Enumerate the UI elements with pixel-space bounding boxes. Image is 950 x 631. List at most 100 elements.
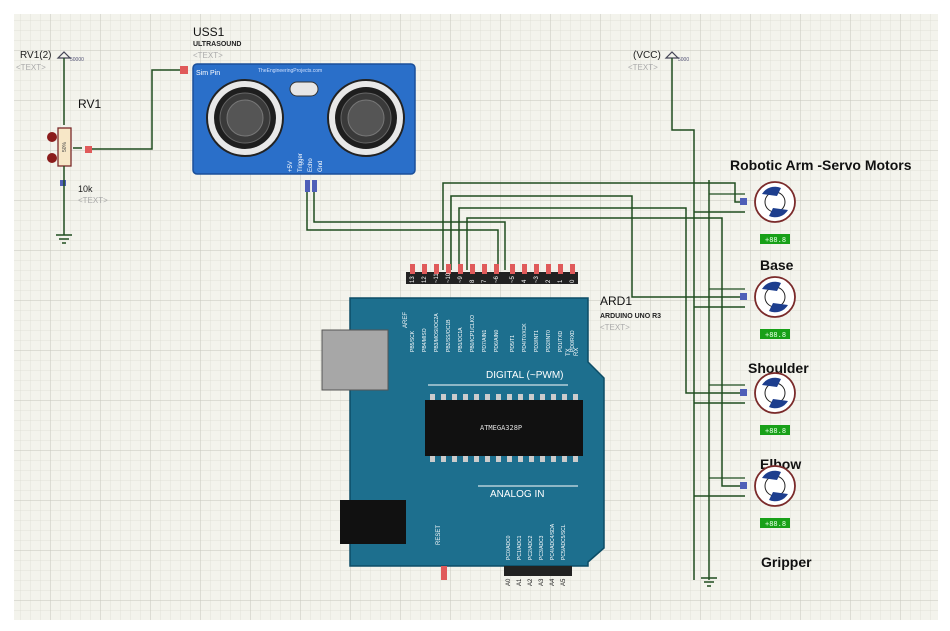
- servo-label: Base: [760, 257, 794, 273]
- servo-pin: [740, 482, 747, 489]
- servo-horn: [762, 470, 781, 480]
- digital-pin-number: 8: [470, 279, 476, 283]
- servo-4[interactable]: Elbow+88.8: [740, 456, 801, 528]
- rv1-ground: [56, 234, 72, 244]
- analog-pin-name: PC2/ADC2: [528, 535, 534, 560]
- digital-pin-terminal[interactable]: [558, 264, 563, 274]
- servo-ground: [701, 577, 717, 587]
- arduino-ref: ARD1: [600, 294, 632, 308]
- arduino-text: <TEXT>: [600, 323, 630, 332]
- uss1-left-transducer: [206, 79, 284, 157]
- servo-horn: [769, 492, 788, 502]
- uss1-type: ULTRASOUND: [193, 41, 241, 48]
- servo-angle-display: [760, 234, 790, 244]
- arduino-aref: AREF: [403, 312, 409, 328]
- rv1-power-small: 50000: [70, 57, 84, 63]
- servo-angle-display: [760, 329, 790, 339]
- servo-label: Shoulder: [748, 360, 809, 376]
- arduino-analog-pins: PC0/ADC0A0PC1/ADC1A1PC2/ADC2A2PC3/ADC3A3…: [506, 523, 567, 586]
- digital-pin-name: PD1/TXD: [558, 330, 564, 352]
- digital-pin-terminal[interactable]: [434, 264, 439, 274]
- arduino-uno-ard1[interactable]: ATMEGA328P 13PB5/SCK12PB4/MISO~11PB3/MOS…: [321, 264, 661, 586]
- arduino-chip-pins-top: [430, 394, 578, 400]
- servo-2[interactable]: Base +88.8: [740, 257, 796, 339]
- arduino-usb-port: [321, 329, 389, 391]
- uss1-pin-trigger: Trigger: [298, 153, 304, 172]
- digital-pin-terminal[interactable]: [522, 264, 527, 274]
- arduino-type: ARDUINO UNO R3: [600, 313, 661, 320]
- digital-pin-name: PD7/AIN1: [482, 330, 488, 352]
- analog-pin-name: PC3/ADC3: [539, 535, 545, 560]
- analog-pin-number: A4: [550, 578, 556, 586]
- digital-pin-terminal[interactable]: [422, 264, 427, 274]
- servo-label: Robotic Arm -Servo Motors: [730, 157, 912, 173]
- digital-pin-terminal[interactable]: [570, 264, 575, 274]
- digital-pin-number: 0: [570, 279, 576, 283]
- arduino-power-jack: [340, 500, 406, 544]
- digital-pin-name: PB2/SS/OC1B: [446, 319, 452, 352]
- wire-echo: [313, 192, 506, 270]
- uss1-text: <TEXT>: [193, 51, 223, 60]
- rv1-pin-down[interactable]: [47, 153, 57, 163]
- digital-pin-terminal[interactable]: [470, 264, 475, 274]
- digital-pin-terminal[interactable]: [494, 264, 499, 274]
- arduino-analog-header: [504, 566, 572, 576]
- digital-pin-number: 4: [522, 279, 528, 283]
- rv1-pin-up[interactable]: [47, 132, 57, 142]
- uss1-pin-gnd: Gnd: [318, 161, 324, 172]
- digital-pin-terminal[interactable]: [510, 264, 515, 274]
- digital-pin-name: PB3/MOSI/OC2A: [434, 313, 440, 352]
- analog-pin-number: A5: [561, 578, 567, 586]
- rv1-power-label: RV1(2): [20, 50, 52, 61]
- ultrasonic-sensor-uss1[interactable]: USS1 ULTRASOUND <TEXT> Sim Pin TheEngine…: [180, 25, 416, 192]
- digital-pin-name: PD0/RXD: [570, 330, 576, 352]
- uss1-sim-pin-label: Sim Pin: [196, 70, 220, 77]
- rv1-power-text: <TEXT>: [16, 63, 46, 72]
- analog-pin-name: PC5/ADC5/SCL: [561, 524, 567, 560]
- digital-pin-name: PD4/T0/XCK: [522, 323, 528, 352]
- servo-1[interactable]: Robotic Arm -Servo Motors+88.8: [730, 157, 912, 244]
- analog-pin-number: A0: [506, 578, 512, 586]
- potentiometer-rv1[interactable]: RV1(2) <TEXT> 50000 RV1 50% 10k <TEXT>: [16, 50, 108, 244]
- digital-pin-name: PD6/AIN0: [494, 330, 500, 352]
- rv1-bottom-pin: [60, 180, 66, 186]
- digital-pin-number: 13: [410, 276, 416, 283]
- digital-pin-terminal[interactable]: [458, 264, 463, 274]
- servo-angle-display: [760, 518, 790, 528]
- digital-pin-terminal[interactable]: [546, 264, 551, 274]
- digital-pin-terminal[interactable]: [446, 264, 451, 274]
- digital-pin-name: PD5/T1: [510, 335, 516, 352]
- servo-motors: Robotic Arm -Servo Motors+88.8Base+88.8S…: [730, 157, 912, 528]
- rv1-text: <TEXT>: [78, 196, 108, 205]
- digital-pin-number: 7: [482, 279, 488, 283]
- digital-pin-number: ~5: [510, 275, 516, 283]
- digital-pin-name: PB1/OC1A: [458, 327, 464, 352]
- servo-angle-value: +88.8: [765, 331, 786, 339]
- servo-angle-display: [760, 425, 790, 435]
- uss1-brand: TheEngineeringProjects.com: [258, 68, 322, 74]
- servo-angle-value: +88.8: [765, 520, 786, 528]
- digital-pin-number: ~6: [494, 275, 500, 283]
- digital-pin-number: ~9: [458, 275, 464, 283]
- rv1-ref: RV1: [78, 97, 101, 111]
- wire-trigger: [306, 192, 499, 270]
- servo-horn: [769, 208, 788, 218]
- arduino-digital-label: DIGITAL (~PWM): [486, 370, 564, 381]
- digital-pin-number: ~10: [446, 272, 452, 283]
- wire-rv1-to-sensor: [92, 69, 180, 150]
- servo-3[interactable]: Shoulder+88.8: [740, 360, 809, 435]
- digital-pin-number: 12: [422, 276, 428, 283]
- digital-pin-name: PB5/SCK: [410, 330, 416, 352]
- digital-pin-terminal[interactable]: [410, 264, 415, 274]
- digital-pin-terminal[interactable]: [482, 264, 487, 274]
- servo-horn: [762, 377, 781, 387]
- uss1-sim-pin-terminal: [180, 66, 188, 74]
- digital-pin-number: ~3: [534, 275, 540, 283]
- digital-pin-terminal[interactable]: [534, 264, 539, 274]
- analog-pin-name: PC0/ADC0: [506, 535, 512, 560]
- arduino-chip: [425, 400, 583, 456]
- analog-pin-name: PC4/ADC4/SDA: [550, 523, 556, 560]
- servo-pin: [740, 293, 747, 300]
- arduino-tx: TX: [566, 348, 572, 356]
